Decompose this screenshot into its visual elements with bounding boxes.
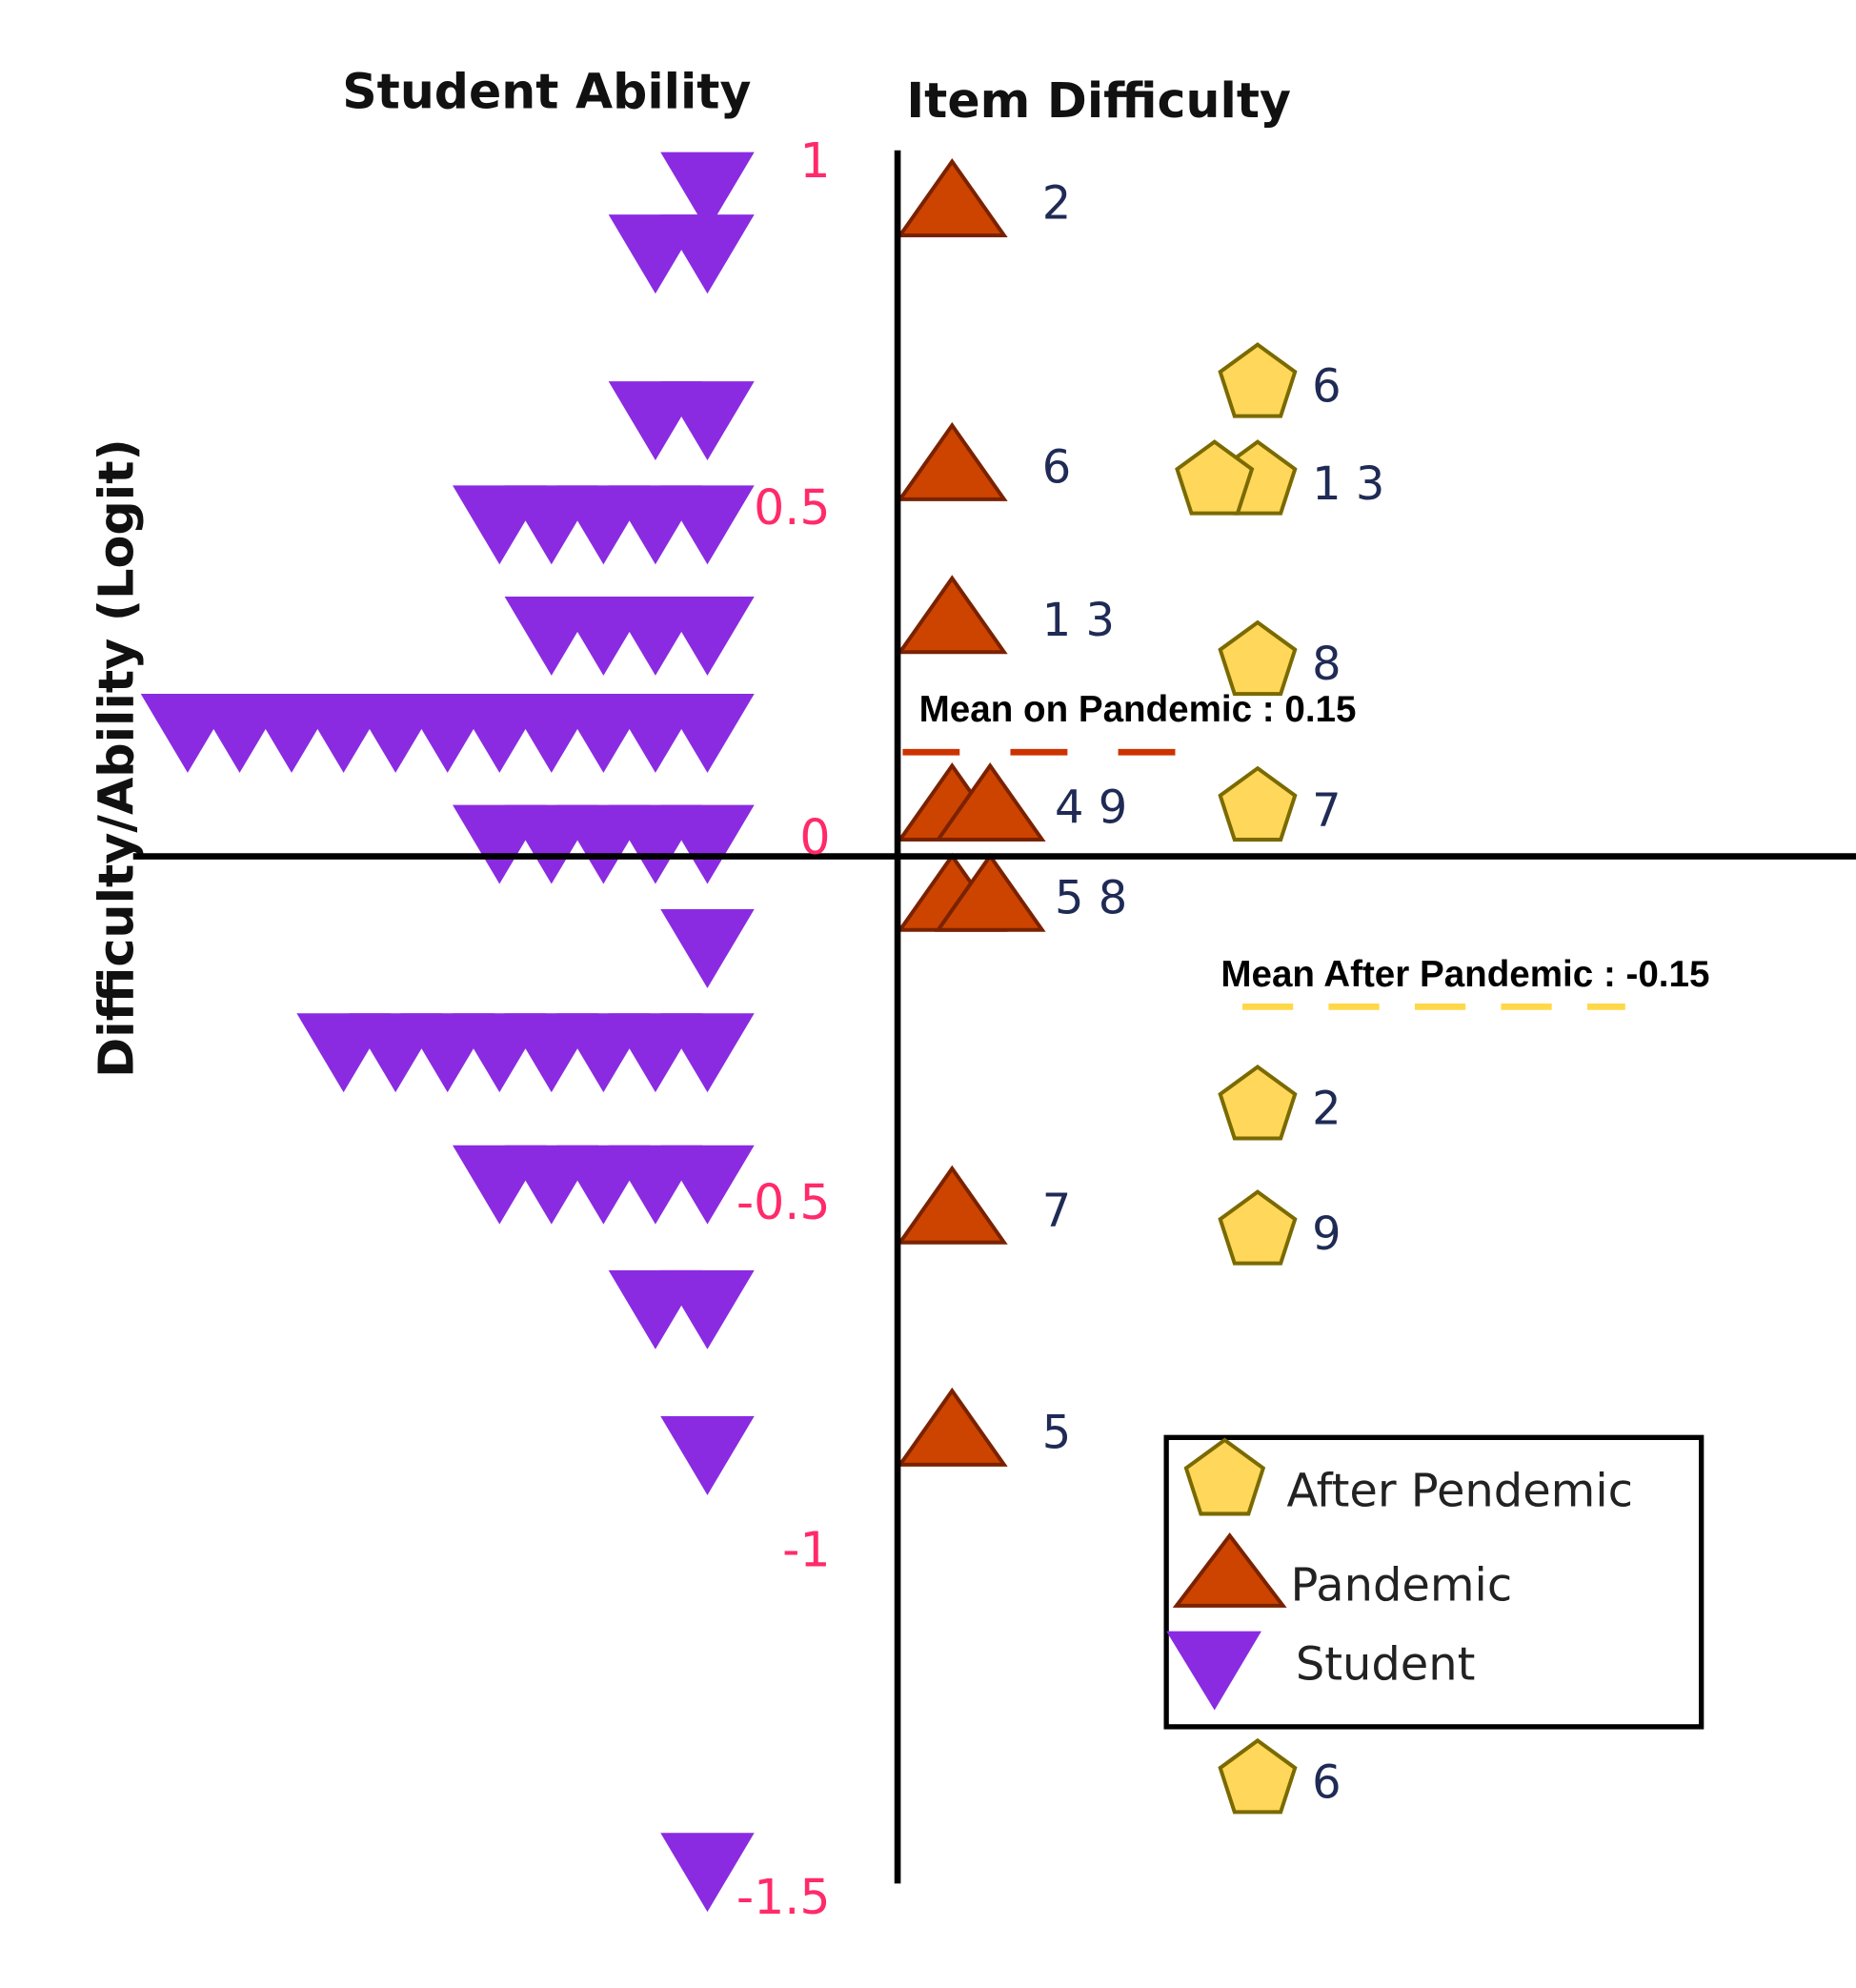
after-pandemic-item-label: 8 bbox=[1312, 638, 1341, 691]
pandemic-item-label: 4 9 bbox=[1055, 781, 1127, 835]
y-tick-label: -1 bbox=[782, 1521, 830, 1577]
after-pandemic-item-marker bbox=[1218, 619, 1298, 697]
mean-pandemic-label: Mean on Pandemic : 0.15 bbox=[919, 689, 1357, 730]
after-pandemic-item-label: 7 bbox=[1312, 783, 1341, 837]
y-tick-label: -1.5 bbox=[736, 1869, 831, 1925]
after-pandemic-item-marker bbox=[1218, 1065, 1298, 1141]
pandemic-item-marker bbox=[896, 421, 1008, 501]
after-pandemic-item-marker bbox=[1218, 1189, 1298, 1266]
legend-pandemic-icon bbox=[1172, 1532, 1287, 1608]
legend: After Pendemic Pandemic Student bbox=[1163, 1434, 1705, 1730]
student-marker bbox=[660, 1833, 755, 1913]
pandemic-item-marker bbox=[896, 1387, 1008, 1467]
pandemic-item-marker bbox=[934, 761, 1046, 842]
after-pandemic-item-label: 2 bbox=[1312, 1083, 1341, 1136]
after-pandemic-item-label: 9 bbox=[1312, 1207, 1341, 1261]
y-tick-label: -0.5 bbox=[736, 1174, 831, 1230]
student-marker bbox=[660, 908, 755, 988]
pandemic-item-label: 5 bbox=[1042, 1406, 1071, 1459]
pandemic-item-marker bbox=[896, 575, 1008, 655]
after-pandemic-item-marker bbox=[1218, 1737, 1298, 1815]
after-pandemic-item-marker bbox=[1218, 342, 1298, 418]
student-marker bbox=[296, 1013, 391, 1093]
pandemic-item-label: 7 bbox=[1042, 1184, 1071, 1237]
student-marker bbox=[504, 597, 599, 676]
item-difficulty-title: Item Difficulty bbox=[906, 72, 1291, 129]
student-marker bbox=[453, 804, 547, 884]
legend-after-pandemic-icon bbox=[1183, 1437, 1266, 1516]
pandemic-item-label: 5 8 bbox=[1055, 871, 1127, 924]
y-tick-label: 1 bbox=[799, 132, 830, 189]
pandemic-item-label: 6 bbox=[1042, 440, 1071, 494]
after-pandemic-item-marker bbox=[1218, 765, 1298, 842]
legend-label-after-pandemic: After Pendemic bbox=[1287, 1464, 1633, 1517]
student-marker bbox=[660, 1415, 755, 1495]
student-marker bbox=[608, 381, 703, 460]
student-marker bbox=[453, 485, 547, 565]
after-pandemic-item-label: 1 3 bbox=[1312, 457, 1384, 511]
pandemic-item-label: 1 3 bbox=[1042, 594, 1115, 647]
student-marker bbox=[140, 694, 235, 773]
student-marker bbox=[660, 152, 755, 232]
pandemic-item-marker bbox=[896, 1165, 1008, 1245]
after-pandemic-item-label: 6 bbox=[1312, 1755, 1341, 1809]
y-tick-label: 0 bbox=[799, 809, 830, 865]
pandemic-item-marker bbox=[896, 157, 1008, 237]
student-ability-title: Student Ability bbox=[342, 64, 751, 120]
after-pandemic-item-marker bbox=[1175, 439, 1255, 516]
legend-student-icon bbox=[1166, 1631, 1261, 1711]
pandemic-item-label: 2 bbox=[1042, 176, 1071, 230]
pandemic-item-marker bbox=[934, 852, 1046, 932]
legend-label-pandemic: Pandemic bbox=[1291, 1558, 1513, 1612]
legend-label-student: Student bbox=[1296, 1637, 1476, 1691]
after-pandemic-item-label: 6 bbox=[1312, 360, 1341, 414]
student-marker bbox=[453, 1145, 547, 1225]
student-marker bbox=[608, 1269, 703, 1349]
mean-after-pandemic-label: Mean After Pandemic : -0.15 bbox=[1221, 954, 1709, 995]
student-marker bbox=[608, 214, 703, 294]
y-axis-label: Difficulty/Ability (Logit) bbox=[89, 438, 145, 1078]
y-tick-label: 0.5 bbox=[754, 479, 830, 536]
